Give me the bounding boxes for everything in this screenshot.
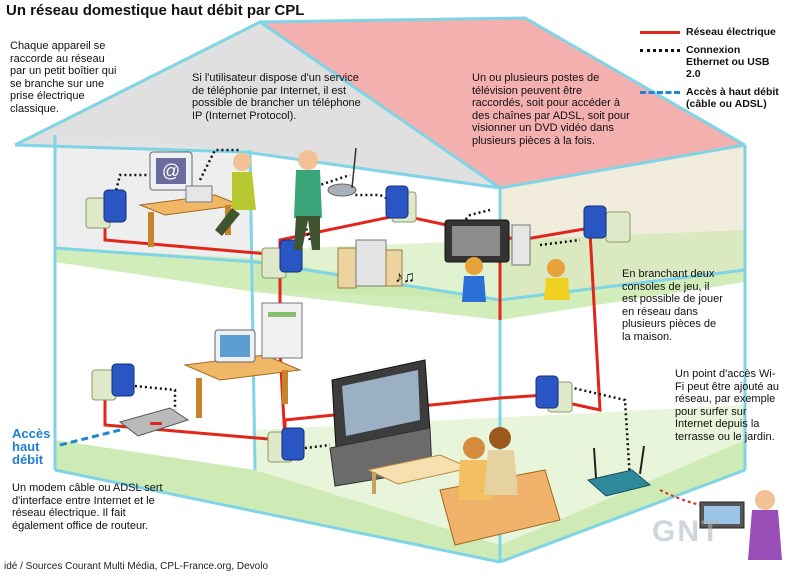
callout-phone: Si l'utilisateur dispose d'un service de… — [192, 72, 361, 122]
plc-adapter-lower-right — [535, 375, 573, 413]
svg-text:♪♫: ♪♫ — [395, 269, 415, 286]
laptop-user — [699, 490, 782, 560]
plc-adapter-lower-middle — [267, 427, 305, 463]
callout-consoles: En branchant deux consoles de jeu, il es… — [622, 268, 723, 343]
legend-item-ethernet: Connexion Ethernet ou USB 2.0 — [640, 44, 785, 80]
callout-wifi: Un point d'accès Wi-Fi peut être ajouté … — [675, 368, 779, 443]
computer-screen-symbol: @ — [162, 161, 180, 181]
legend-label: Connexion Ethernet ou USB 2.0 — [686, 44, 770, 80]
sofa-people — [439, 427, 561, 546]
roof — [260, 18, 745, 188]
legend-item-access: Accès à haut débit (câble ou ADSL) — [640, 86, 785, 110]
plc-adapter-upper-middle — [385, 185, 417, 223]
legend-label: Réseau électrique — [686, 26, 776, 38]
legend-label: Accès à haut débit (câble ou ADSL) — [686, 86, 779, 110]
legend: Réseau électrique Connexion Ethernet ou … — [640, 26, 785, 116]
plc-adapter-upper-left — [85, 189, 127, 229]
legend-swatch-dotted — [640, 49, 680, 52]
upper-office: @ — [138, 151, 256, 247]
adsl-modem — [118, 407, 190, 437]
wifi-access-point — [586, 445, 701, 506]
plc-adapter-upper-right — [583, 205, 631, 243]
plc-adapters — [85, 185, 631, 463]
legend-swatch-red — [640, 31, 680, 34]
upstairs-tv — [444, 219, 531, 266]
source-credit: idé / Sources Courant Multi Média, CPL-F… — [4, 561, 269, 572]
legend-item-power: Réseau électrique — [640, 26, 785, 38]
callout-plug: Chaque appareil se raccorde au réseau pa… — [10, 40, 117, 115]
callout-tv: Un ou plusieurs postes de télévision peu… — [472, 72, 630, 147]
watermark: GNT — [652, 515, 722, 548]
ground-floor — [55, 440, 745, 562]
broadband-access-label: Accès haut débit — [12, 426, 51, 467]
diagram-title: Un réseau domestique haut débit par CPL — [6, 2, 305, 19]
callout-modem: Un modem câble ou ADSL sert d'interface … — [12, 482, 163, 532]
gaming-kids — [462, 257, 570, 302]
plc-adapter-lower-left — [91, 363, 135, 401]
downstairs-office — [183, 302, 303, 418]
hifi-system: ♪♫ — [337, 239, 415, 289]
phone-user — [294, 147, 357, 250]
legend-swatch-dashed — [640, 91, 680, 94]
